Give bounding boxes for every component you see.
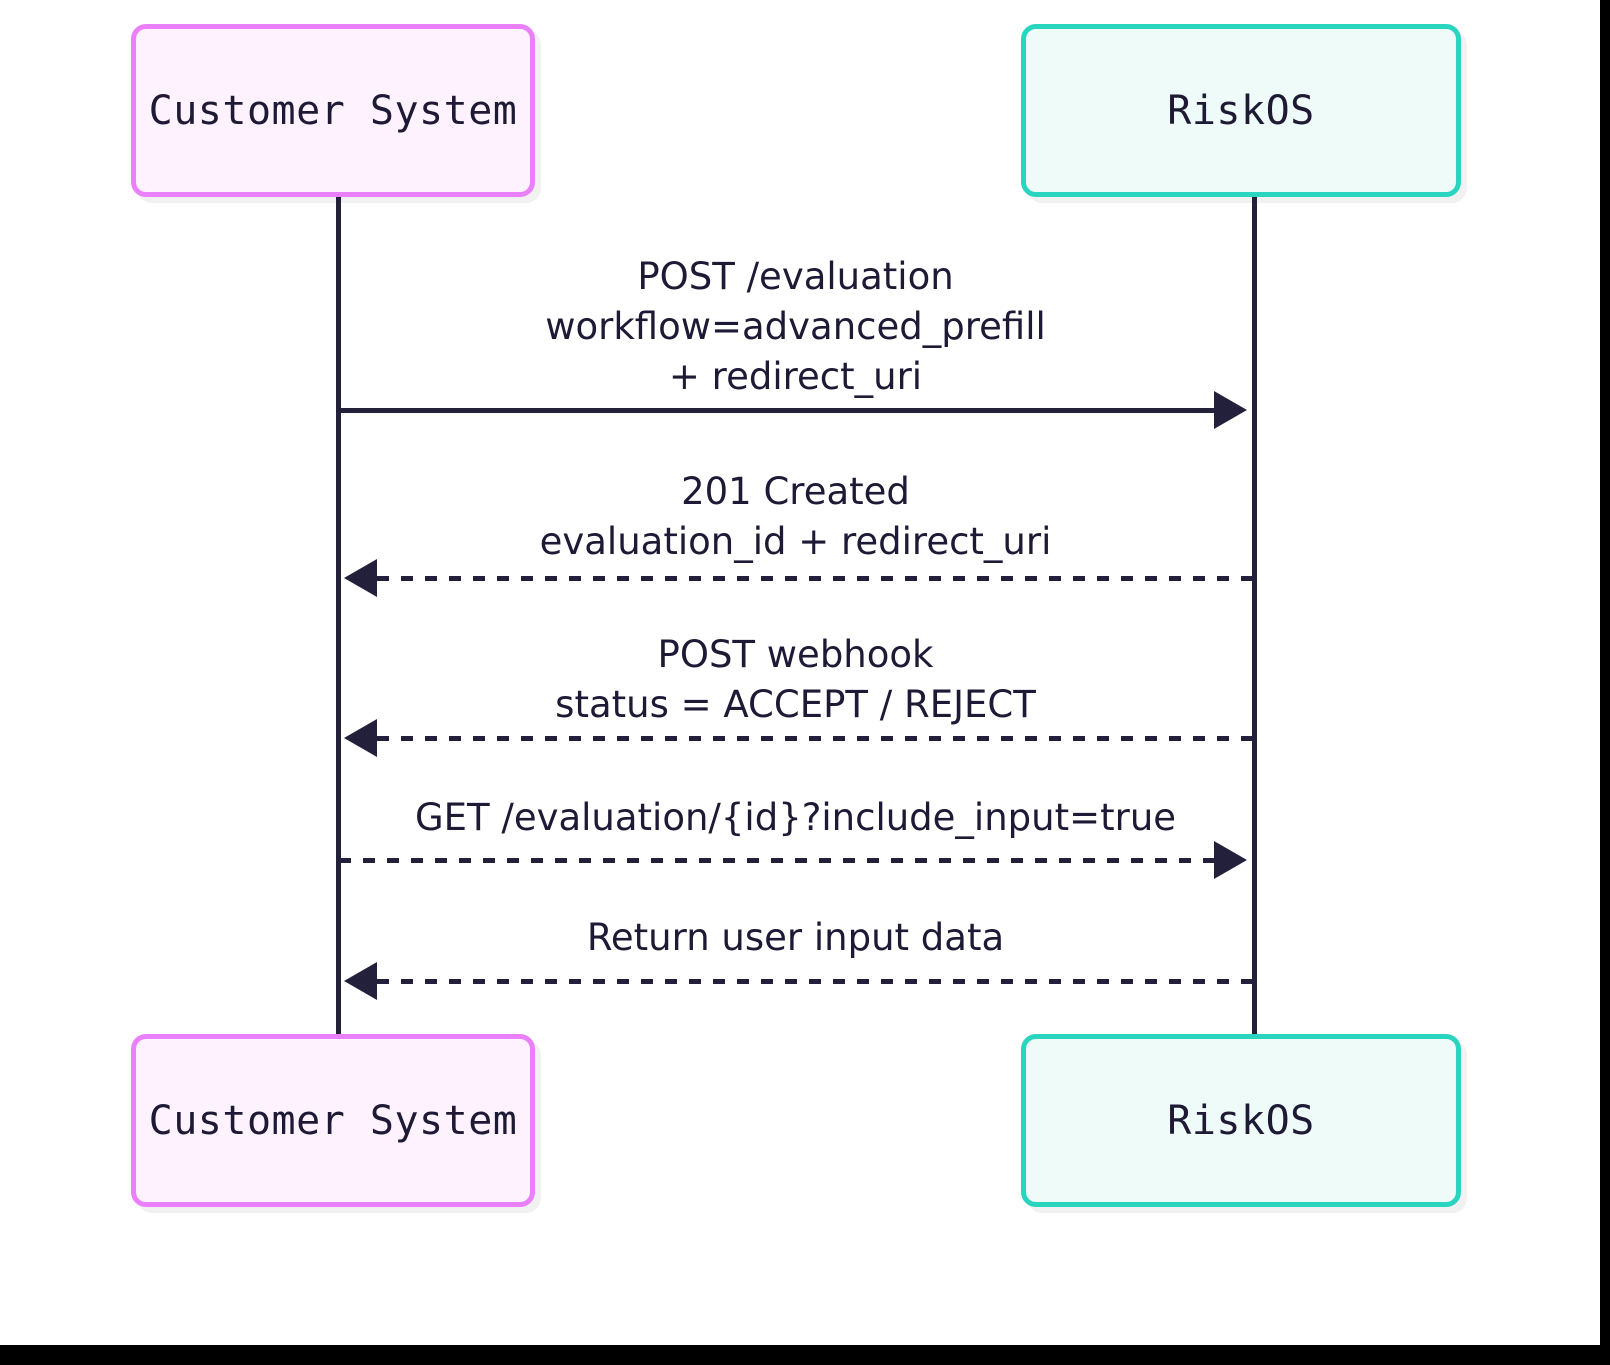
message-3-label-line-2: status = ACCEPT / REJECT	[555, 683, 1036, 726]
bottom-edge-bar	[0, 1345, 1610, 1365]
arrowhead-left-icon	[344, 559, 377, 597]
arrowhead-right-icon	[1214, 841, 1247, 879]
message-2-label-line-2: evaluation_id + redirect_uri	[539, 520, 1052, 563]
diagram-canvas: Customer System RiskOS POST /evaluation …	[131, 24, 1461, 1207]
message-1-label-line-2: workflow=advanced_prefill	[545, 305, 1046, 348]
participant-label-customer-system-top: Customer System	[148, 87, 518, 134]
arrowhead-left-icon	[344, 719, 377, 757]
participant-label-riskos-bottom: RiskOS	[1167, 1097, 1315, 1144]
participant-box-riskos-bottom[interactable]: RiskOS	[1021, 1034, 1461, 1207]
message-1-label-line-1: POST /evaluation	[637, 255, 954, 298]
message-5-label-line-1: Return user input data	[586, 916, 1005, 959]
participant-label-customer-system-bottom: Customer System	[148, 1097, 518, 1144]
participant-box-customer-system-top[interactable]: Customer System	[131, 24, 535, 197]
message-4-line	[339, 858, 1214, 863]
message-2-line	[377, 576, 1255, 581]
message-4-label-line-1: GET /evaluation/{id}?include_input=true	[414, 796, 1177, 839]
participant-box-customer-system-bottom[interactable]: Customer System	[131, 1034, 535, 1207]
message-1-line	[339, 408, 1214, 413]
right-edge-bar	[1600, 0, 1610, 1345]
message-3-label-line-1: POST webhook	[657, 633, 934, 676]
lifeline-riskos	[1252, 197, 1257, 1034]
message-3-line	[377, 736, 1255, 741]
participant-box-riskos-top[interactable]: RiskOS	[1021, 24, 1461, 197]
message-1-label-line-3: + redirect_uri	[668, 355, 923, 398]
arrowhead-left-icon	[344, 962, 377, 1000]
message-5-line	[377, 979, 1255, 984]
lifeline-customer-system	[336, 197, 341, 1034]
message-2-label-line-1: 201 Created	[681, 470, 910, 513]
arrowhead-right-icon	[1214, 391, 1247, 429]
participant-label-riskos-top: RiskOS	[1167, 87, 1315, 134]
